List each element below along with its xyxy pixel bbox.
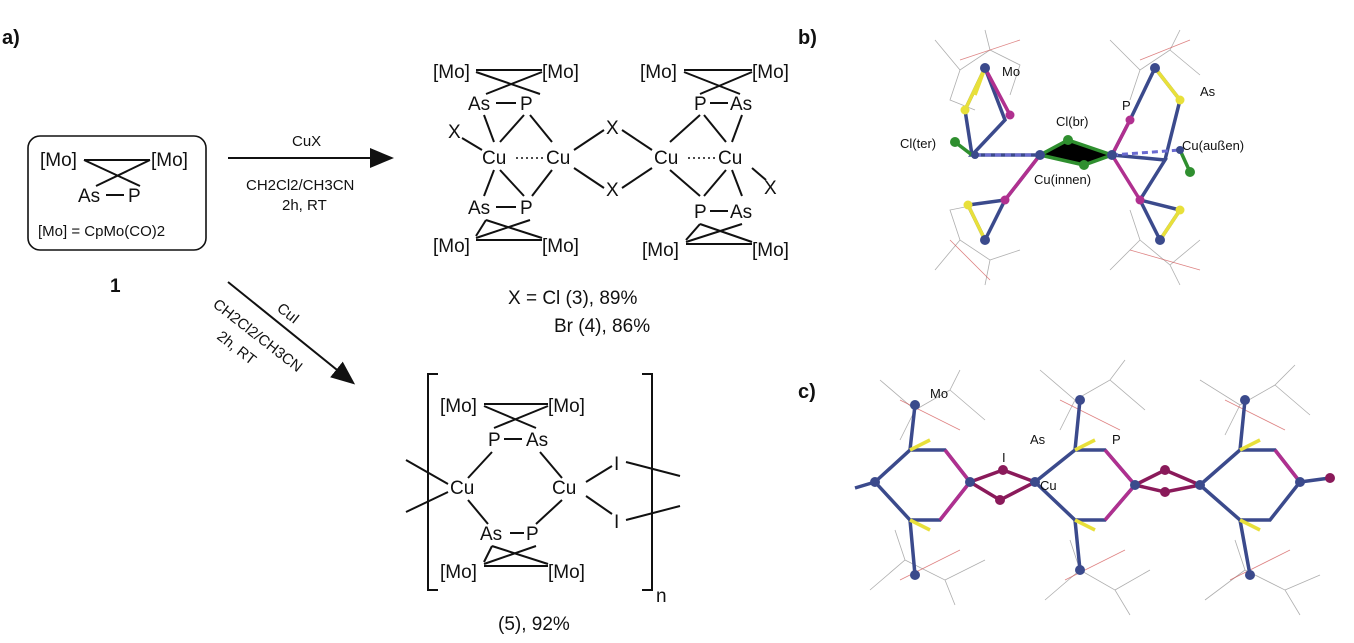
crystal-structure-b: Mo P As Cl(ter) Cl(br) Cu(innen) Cu(auße… (900, 29, 1244, 286)
dimer-mo-tl2: [Mo] (640, 62, 677, 83)
compound-1-p: P (128, 186, 141, 207)
crystal-structure-c: Mo As P I Cu (854, 359, 1335, 616)
reaction-1-reagent: CuX (292, 133, 321, 150)
dimer-cu-2: Cu (546, 148, 570, 169)
compound-1: [Mo] [Mo] As P [Mo] = CpMo(CO)2 1 (27, 135, 207, 297)
dimer-x-bridge-top: X (606, 118, 619, 139)
dimer-yield-line2: Br (4), 86% (554, 316, 650, 337)
polymer-n: n (656, 586, 667, 607)
dimer-mo-br2: [Mo] (752, 240, 789, 261)
dimer-p-2: P (520, 198, 533, 219)
c-label-p: P (1112, 432, 1121, 447)
polymer-i-top: I (614, 454, 619, 475)
b-label-p: P (1122, 98, 1131, 113)
dimer-mo-br: [Mo] (542, 236, 579, 257)
polymer-as-2: As (480, 524, 502, 545)
dimer-as-3: As (730, 94, 752, 115)
dimer-x-ter-right: X (764, 178, 777, 199)
polymer-mo-tr: [Mo] (548, 396, 585, 417)
polymer-mo-bl: [Mo] (440, 562, 477, 583)
panel-label-c: c) (798, 381, 816, 403)
polymer-as-1: As (526, 430, 548, 451)
compound-1-definition: [Mo] = CpMo(CO)2 (38, 223, 165, 240)
compound-1-number: 1 (110, 276, 121, 297)
dimer-p-4: P (694, 202, 707, 223)
b-label-cl-br: Cl(br) (1056, 114, 1089, 129)
reaction-1-conditions: 2h, RT (282, 197, 327, 214)
polymer-p-2: P (526, 524, 539, 545)
dimer-yield-line1: X = Cl (3), 89% (508, 288, 637, 309)
compound-1-mo-left: [Mo] (40, 150, 77, 171)
polymer-mo-tl: [Mo] (440, 396, 477, 417)
dimer-cu-3: Cu (654, 148, 678, 169)
dimer-cu-1: Cu (482, 148, 506, 169)
c-label-as: As (1030, 432, 1046, 447)
polymer-structure: n [Mo] [Mo] P As Cu Cu As P [Mo] [Mo] I … (405, 373, 681, 635)
polymer-cu-right: Cu (552, 478, 576, 499)
reaction-1-solvent: CH2Cl2/CH3CN (246, 177, 354, 194)
panel-label-b: b) (798, 27, 817, 49)
compound-1-box (27, 135, 207, 251)
dimer-x-ter-left: X (448, 122, 461, 143)
c-label-mo: Mo (930, 386, 948, 401)
b-label-mo: Mo (1002, 64, 1020, 79)
compound-1-as: As (78, 186, 100, 207)
b-label-as: As (1200, 84, 1216, 99)
polymer-p-1: P (488, 430, 501, 451)
polymer-cu-left: Cu (450, 478, 474, 499)
b-label-cu-innen: Cu(innen) (1034, 172, 1091, 187)
compound-1-mo-right: [Mo] (151, 150, 188, 171)
panel-label-a: a) (2, 27, 20, 49)
c-label-cu: Cu (1040, 478, 1057, 493)
b-label-cl-ter: Cl(ter) (900, 136, 936, 151)
polymer-yield: (5), 92% (498, 614, 570, 635)
polymer-mo-br: [Mo] (548, 562, 585, 583)
dimer-cu-4: Cu (718, 148, 742, 169)
polymer-i-bottom: I (614, 512, 619, 533)
dimer-p-1: P (520, 94, 533, 115)
dimer-x-bridge-bottom: X (606, 180, 619, 201)
dimer-structure: [Mo] [Mo] As P X Cu Cu As P [Mo] [Mo] X … (433, 62, 789, 337)
c-label-i: I (1002, 450, 1006, 465)
dimer-mo-tl: [Mo] (433, 62, 470, 83)
reaction-arrow-2: CuI CH2Cl2/CH3CN 2h, RT (210, 281, 356, 385)
b-label-cu-aussen: Cu(außen) (1182, 138, 1244, 153)
dimer-as-2: As (468, 198, 490, 219)
dimer-mo-bl2: [Mo] (642, 240, 679, 261)
dimer-as-1: As (468, 94, 490, 115)
dimer-mo-tr2: [Mo] (752, 62, 789, 83)
dimer-p-3: P (694, 94, 707, 115)
reaction-arrow-1: CuX CH2Cl2/CH3CN 2h, RT (228, 133, 394, 214)
dimer-as-4: As (730, 202, 752, 223)
dimer-mo-tr: [Mo] (542, 62, 579, 83)
dimer-mo-bl: [Mo] (433, 236, 470, 257)
